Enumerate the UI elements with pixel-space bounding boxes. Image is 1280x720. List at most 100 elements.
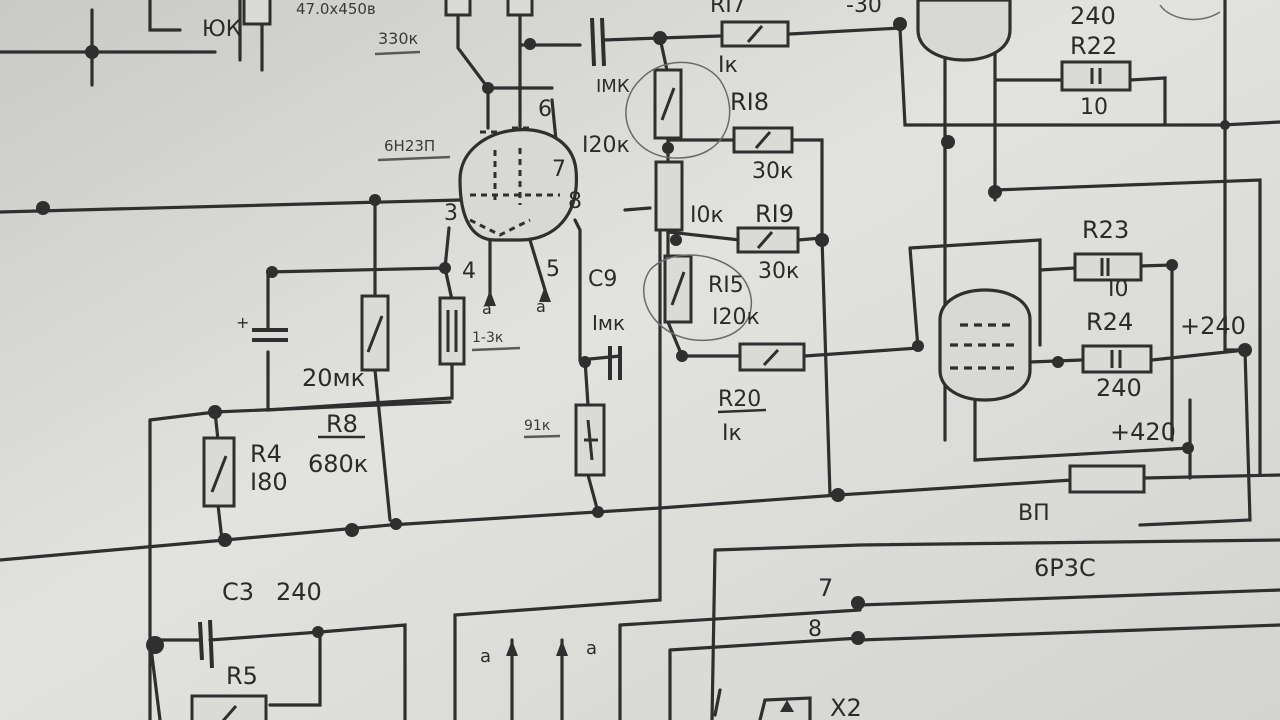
junction (345, 523, 359, 537)
junction (815, 233, 829, 247)
label-r23-value: I0 (1108, 277, 1129, 302)
label-pin6: 6 (538, 97, 552, 122)
junction (851, 596, 865, 610)
resistor-10k (654, 160, 684, 232)
label-a-low2: a (586, 638, 597, 659)
tube-6n23p (458, 128, 578, 242)
junction (1166, 259, 1178, 271)
note-1-3k: 1-3к (472, 330, 503, 346)
label-pin8: 8 (568, 189, 582, 214)
label-pin8-low: 8 (808, 617, 822, 642)
cap-c9 (608, 346, 622, 380)
label-pin3: 3 (444, 201, 458, 226)
capacitors (198, 17, 622, 669)
resistor-r5 (190, 694, 268, 720)
tube-upper-right (916, 0, 1012, 62)
junction (482, 82, 494, 94)
resistor-top-2 (506, 0, 534, 17)
resistor-r19 (736, 226, 800, 254)
cap-20mk (252, 328, 288, 342)
junction (831, 488, 845, 502)
junction (524, 38, 536, 50)
label-r15: RI5 (708, 273, 744, 298)
label-r22-value: 10 (1080, 95, 1108, 120)
label-r17: RI7 (710, 0, 746, 18)
junction (1052, 356, 1064, 368)
label-heater-a1: a (482, 299, 492, 318)
label-r18: RI8 (730, 88, 769, 116)
label-a-low1: a (480, 646, 491, 667)
label-10k: I0к (690, 203, 724, 228)
label-r20: R20 (718, 387, 761, 412)
junction (941, 135, 955, 149)
component-labels: ЮК 47.0x450в 330к 6Н23П 1-3к 91к RI7 -30… (202, 0, 1246, 720)
junction (146, 636, 164, 654)
note-91k: 91к (524, 418, 550, 434)
label-r19-value: 30к (758, 259, 799, 284)
cap-1mk (590, 17, 606, 67)
junction (851, 631, 865, 645)
junction (390, 518, 402, 530)
label-r21-value: 240 (1070, 2, 1116, 30)
label-r4: R4 (250, 440, 282, 468)
junction (85, 45, 99, 59)
note-cap-rating: 47.0x450в (296, 0, 376, 18)
label-heater-a2: a (536, 297, 546, 316)
label-pin5: 5 (546, 257, 560, 282)
junction (893, 17, 907, 31)
label-c9: C9 (588, 267, 617, 292)
junction (592, 506, 604, 518)
label-r24: R24 (1086, 308, 1133, 336)
label-c3-value: 240 (276, 578, 322, 606)
junction (369, 194, 381, 206)
label-r19: RI9 (755, 200, 794, 228)
resistor-91k (574, 403, 606, 477)
resistor-r24 (1081, 344, 1153, 374)
label-c9-value: Iмк (592, 311, 625, 335)
junctions (36, 17, 1252, 654)
label-plus420: +420 (1110, 418, 1176, 446)
heater-arrows (484, 286, 794, 712)
label-r8: R8 (326, 410, 358, 438)
label-20mk: 20мк (302, 364, 365, 392)
label-r20-value: Iк (722, 421, 742, 446)
label-cap-1mk: IМК (596, 76, 630, 97)
resistor-top-left (242, 0, 272, 26)
label-r23: R23 (1082, 216, 1129, 244)
junction (1238, 343, 1252, 357)
junction (439, 262, 451, 274)
label-pin7: 7 (552, 157, 566, 182)
junction (912, 340, 924, 352)
label-x2: X2 (830, 694, 862, 720)
junction (218, 533, 232, 547)
label-plus: + (236, 313, 249, 332)
junction (1220, 120, 1230, 130)
junction (312, 626, 324, 638)
junction (266, 266, 278, 278)
label-r4-value: I80 (250, 468, 288, 496)
label-pin7-low: 7 (818, 574, 833, 602)
label-minus30: -30 (846, 0, 882, 18)
label-r22: R22 (1070, 32, 1117, 60)
label-r17-value: Iк (718, 53, 738, 78)
label-r5: R5 (226, 662, 258, 690)
junction (579, 356, 591, 368)
note-6n23p: 6Н23П (384, 137, 435, 155)
label-6r3s: 6Р3С (1034, 554, 1096, 582)
label-r18b-value: 30к (752, 159, 793, 184)
cap-c3 (198, 619, 214, 669)
junction (653, 31, 667, 45)
label-r18-value: I20к (582, 133, 630, 158)
tube-6n23p-internals (469, 126, 560, 237)
resistor-marks (210, 25, 1122, 720)
junction (208, 405, 222, 419)
label-pin4: 4 (462, 259, 476, 284)
tube-6r3s (938, 288, 1032, 402)
resistor-r18 (653, 68, 683, 140)
resistor-vp (1068, 464, 1146, 494)
resistor-top-1 (444, 0, 472, 17)
note-330k: 330к (378, 29, 419, 48)
junction (1182, 442, 1194, 454)
label-vp: ВП (1018, 501, 1050, 526)
